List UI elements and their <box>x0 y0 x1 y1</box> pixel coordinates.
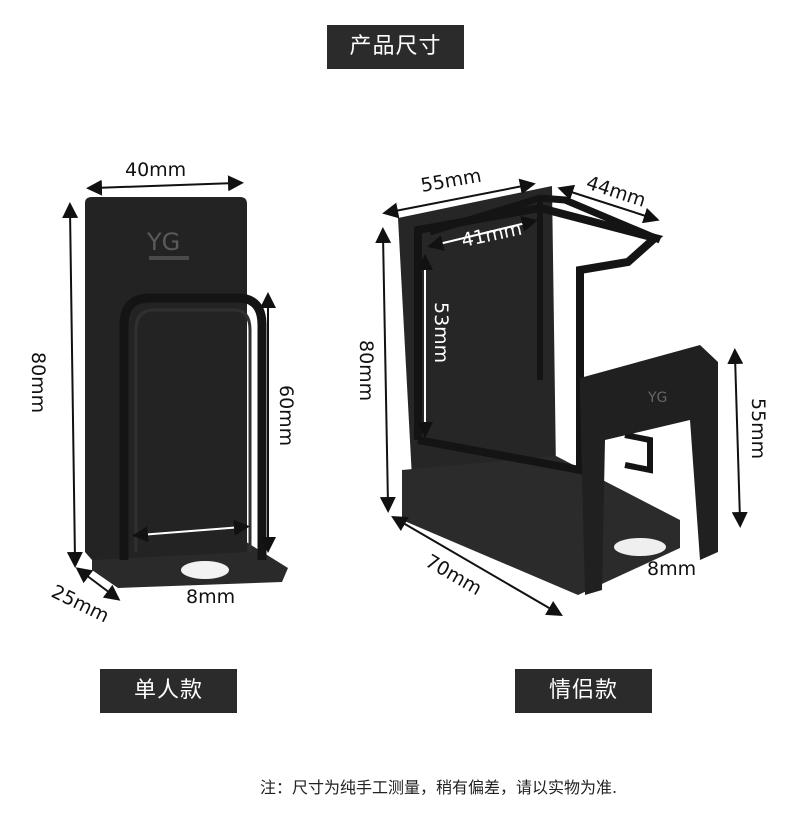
dim-couple-inner-height: 53mm <box>430 302 452 363</box>
couple-model-label: 情侣款 <box>515 669 652 713</box>
dim-couple-base-length: 70mm <box>422 550 486 600</box>
couple-holder: YG <box>398 186 718 595</box>
dim-couple-height: 80mm <box>355 340 377 401</box>
dim-single-inner-height: 60mm <box>275 385 297 446</box>
page-title: 产品尺寸 <box>327 25 464 69</box>
dim-single-width: 40mm <box>125 159 186 181</box>
couple-dimensions <box>375 178 748 617</box>
dim-couple-slot: 8mm <box>647 558 696 580</box>
logo-mark: YG <box>146 228 180 256</box>
dim-couple-top-width: 55mm <box>419 165 483 197</box>
dim-couple-front-height: 55mm <box>747 398 769 459</box>
dim-single-slot: 8mm <box>186 586 235 608</box>
single-holder: YG <box>85 197 288 588</box>
measurement-note: 注：尺寸为纯手工测量，稍有偏差，请以实物为准. <box>260 778 618 797</box>
single-dimensions <box>62 175 276 601</box>
dim-single-height: 80mm <box>27 352 49 413</box>
single-model-label: 单人款 <box>100 669 237 713</box>
couple-logo-mark: YG <box>647 390 667 406</box>
